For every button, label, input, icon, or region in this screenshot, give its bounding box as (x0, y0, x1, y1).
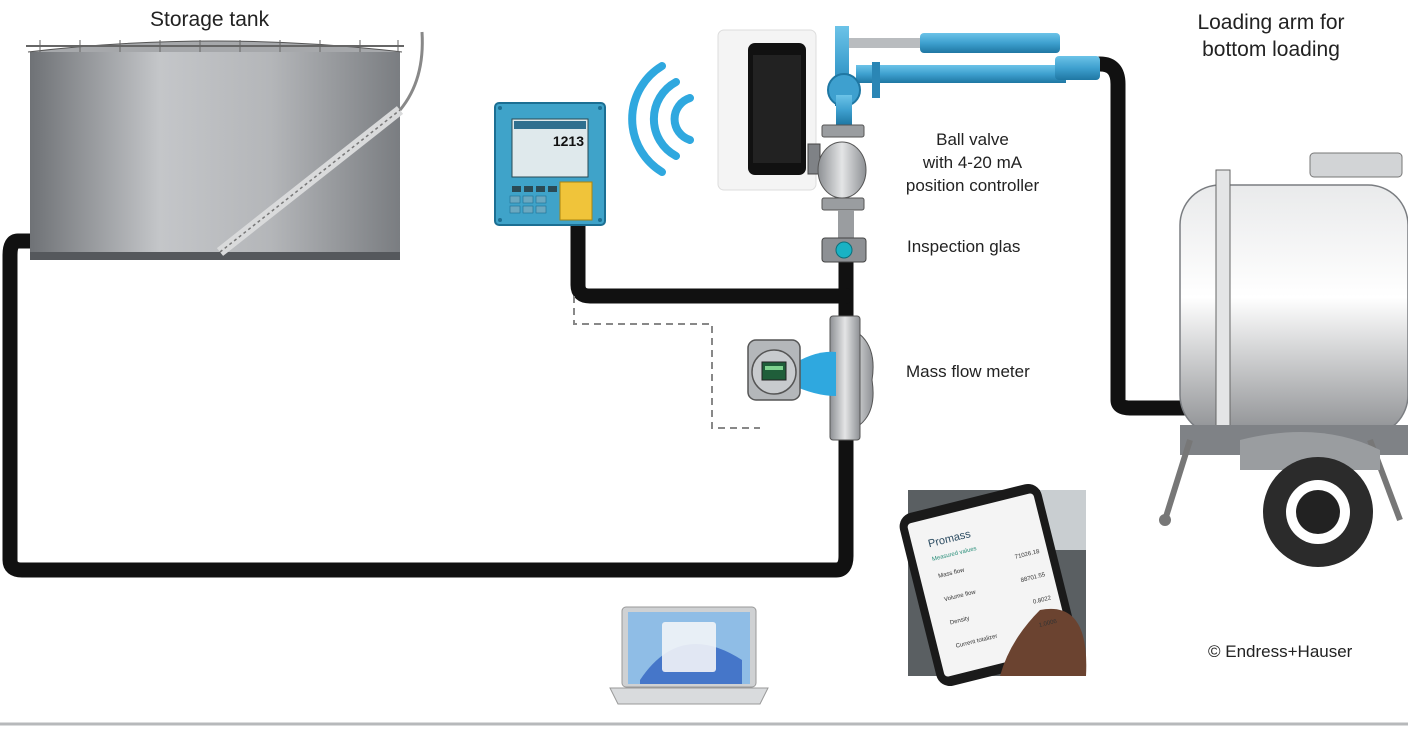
mass-flow-meter (747, 315, 874, 441)
loading-arm-label-line1: Loading arm for (1197, 11, 1345, 34)
controller-pipe (570, 210, 854, 304)
smartphone-icon (717, 29, 817, 191)
pipework (2, 56, 1204, 578)
controller-display-value: 1213 (553, 133, 584, 149)
inspection-glass-label: Inspection glas (907, 237, 1021, 256)
truck-feed-pipe (1092, 56, 1204, 416)
app-row-value-3: 1.0006 (1038, 619, 1058, 629)
tank-truck (1159, 152, 1408, 567)
ball-valve-label: Ball valve with 4-20 mA position control… (880, 128, 1065, 197)
signal-cable (573, 296, 760, 429)
ball-valve (807, 124, 867, 238)
wifi-signal-icon (628, 62, 694, 176)
batch-controller (494, 102, 606, 226)
loading-arm (827, 26, 1100, 125)
main-return-pipe (2, 233, 854, 578)
loading-arm-label-line2: bottom loading (1202, 38, 1340, 61)
ball-valve-label-line3: position controller (905, 176, 1040, 195)
storage-tank (26, 31, 424, 260)
ball-valve-label-line1: Ball valve (936, 130, 1009, 149)
app-row-value-2: 0.8022 (1033, 595, 1053, 605)
app-row-name-2: Density (949, 616, 970, 627)
inspection-glass (821, 237, 867, 263)
laptop-icon (609, 606, 769, 705)
hand-phone-photo (899, 483, 1087, 687)
copyright-label: © Endress+Hauser (1208, 642, 1353, 661)
loading-arm-label: Loading arm for bottom loading (1176, 9, 1366, 63)
storage-tank-label: Storage tank (150, 8, 270, 31)
ball-valve-label-line2: with 4-20 mA (922, 153, 1023, 172)
mass-flow-meter-label: Mass flow meter (906, 362, 1030, 381)
